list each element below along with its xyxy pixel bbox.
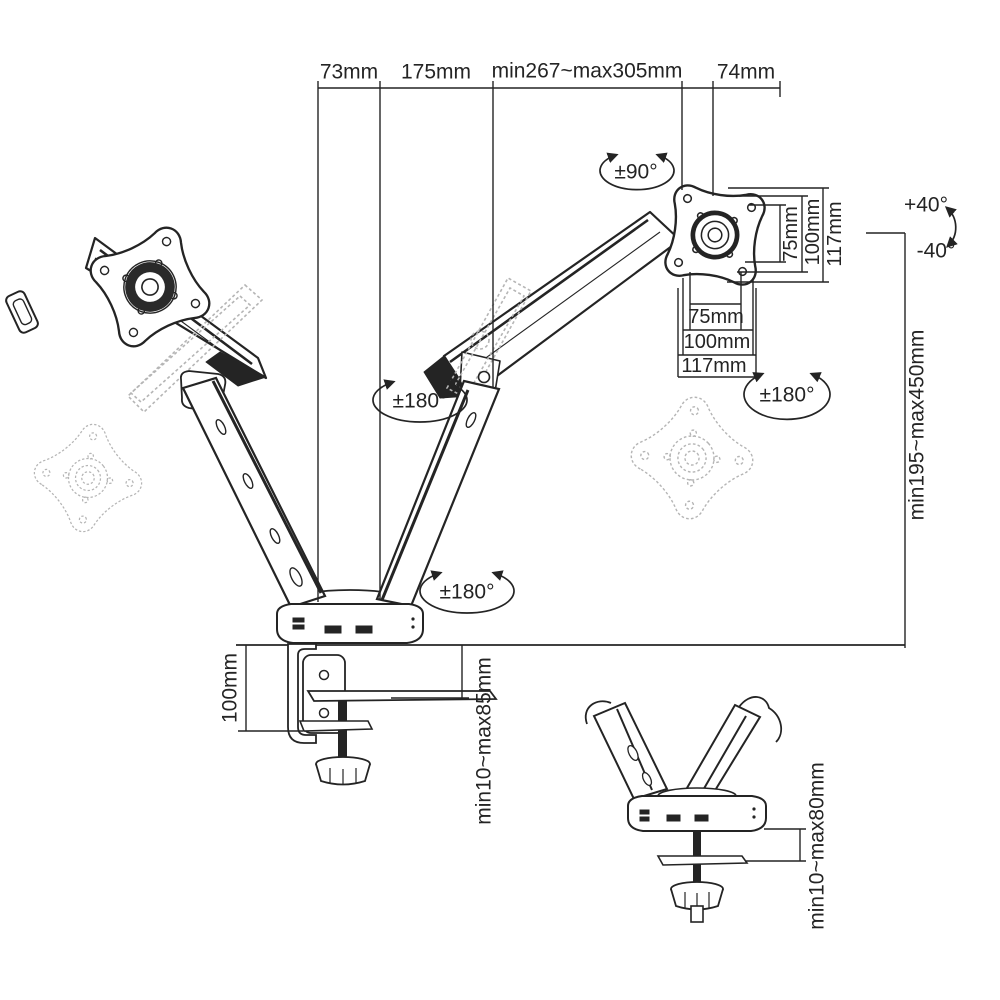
left-vesa-plate [5, 221, 216, 353]
dim-clamp-column-height: 100mm [218, 652, 242, 724]
dim-height-adjust-range: min195~max450mm [905, 329, 929, 521]
dim-clamp-desk-thickness: min10~max85mm [472, 657, 496, 825]
base [276, 603, 424, 644]
angle-tilt-up: +40° [903, 193, 949, 217]
angle-base-swivel: ±180° [439, 580, 495, 604]
tilt-arrow-icon [944, 206, 958, 248]
grommet-mount-detail [584, 696, 783, 923]
dim-vesa-vertical-117: 117mm [824, 201, 846, 267]
grommet-knob[interactable] [670, 881, 724, 923]
clamp-foot-bar [298, 720, 374, 732]
right-lower-arm [375, 379, 501, 608]
dim-vesa-horizontal-75: 75mm [688, 306, 744, 328]
angle-forearm-swivel: ±180° [392, 389, 448, 413]
rotation-arrows [372, 152, 958, 614]
arm-swivel-arrow-icon [743, 372, 831, 421]
right-elbow-joint [477, 370, 491, 384]
clamp-top-pad [306, 690, 498, 702]
grommet-plate-bar [656, 855, 749, 866]
dim-top-left-offset: 73mm [319, 60, 379, 84]
dim-vesa-vertical-100: 100mm [802, 198, 824, 266]
angle-tilt-down: -40° [916, 239, 956, 263]
dim-top-reach-range: min267~max305mm [491, 59, 683, 83]
dim-top-plate-width: 74mm [716, 60, 776, 84]
ghost-vesa-plates [28, 390, 760, 538]
angle-vesa-rotation: ±90° [614, 160, 658, 184]
dimension-lines [238, 81, 906, 862]
dim-vesa-horizontal-100: 100mm [683, 331, 751, 353]
clamp-knob[interactable] [315, 756, 371, 786]
dim-vesa-horizontal-117: 117mm [681, 355, 747, 377]
vesa-rotation-arrow-icon [599, 152, 675, 191]
base-swivel-arrow-icon [419, 570, 515, 614]
forearm-swivel-arrow-icon [372, 379, 468, 423]
right-vesa-plate [662, 182, 768, 288]
angle-arm-swivel: ±180° [759, 383, 815, 407]
desk-clamp [287, 643, 498, 786]
right-forearm [423, 210, 682, 399]
monitor-clip [5, 290, 39, 334]
dim-top-lower-arm: 175mm [400, 60, 472, 84]
dim-grommet-desk-thickness: min10~max80mm [805, 762, 829, 930]
dim-vesa-vertical-75: 75mm [780, 206, 802, 262]
left-lower-arm [181, 376, 327, 609]
